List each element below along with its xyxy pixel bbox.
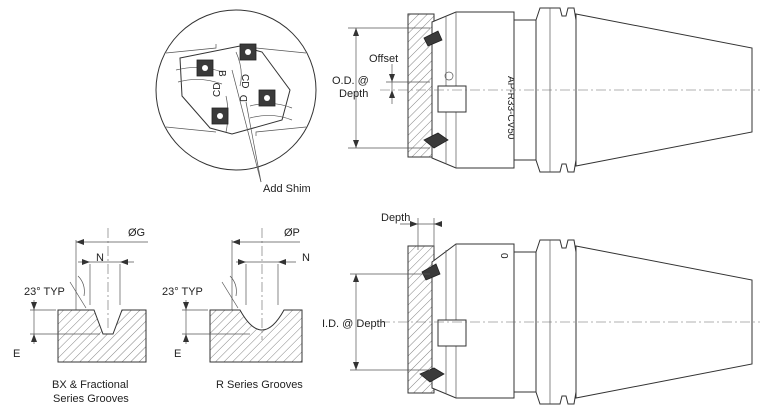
add-shim-label: Add Shim bbox=[263, 183, 311, 195]
od-depth-label-2: Depth bbox=[339, 88, 368, 100]
insert-right-screw bbox=[264, 95, 270, 101]
caption-r: R Series Grooves bbox=[216, 379, 303, 391]
e-arrow-top-r bbox=[183, 302, 189, 310]
side-view-id: 0 Depth I.D. @ Depth bbox=[322, 212, 760, 405]
add-shim-leader bbox=[231, 69, 262, 183]
add-shim-leader-2 bbox=[245, 101, 262, 183]
e-arrow-bottom-r bbox=[183, 334, 189, 342]
n-arrow-left-bx bbox=[82, 259, 90, 265]
od-depth-label-1: O.D. @ bbox=[332, 75, 369, 87]
front-view-slot-bottom-left bbox=[165, 126, 217, 133]
workpiece-od bbox=[407, 13, 435, 158]
insert-left-screw bbox=[202, 65, 208, 71]
n-arrow-right-bx bbox=[120, 259, 128, 265]
n-arrow-left-r bbox=[238, 259, 246, 265]
insert-top-screw bbox=[245, 49, 251, 55]
insert-bottom-screw bbox=[217, 113, 223, 119]
depth-arrow-left bbox=[410, 221, 418, 227]
front-view-slot-top-right bbox=[255, 47, 307, 54]
insert-top-id bbox=[421, 263, 441, 281]
set-screw-od bbox=[444, 71, 454, 81]
od-arrow-top bbox=[353, 28, 359, 36]
cartridge-id bbox=[437, 319, 467, 347]
og-arrow bbox=[76, 239, 84, 245]
caption-bx-line-2: Series Grooves bbox=[53, 393, 129, 405]
id-depth-label: I.D. @ Depth bbox=[322, 318, 386, 330]
typ-leader-r bbox=[221, 281, 239, 309]
offset-label: Offset bbox=[369, 53, 398, 65]
typ-leader-bx bbox=[69, 281, 87, 309]
id-arrow-top bbox=[353, 274, 359, 282]
side-view-od: AP-R33-CV50 O.D. @ Depth Offset bbox=[332, 7, 760, 173]
typ-label-r: 23° TYP bbox=[162, 286, 203, 298]
depth-label: Depth bbox=[381, 212, 410, 224]
position-mark-2: CD bbox=[239, 74, 250, 88]
front-view-slot-bottom-right bbox=[255, 126, 307, 136]
position-mark-1: B bbox=[216, 70, 227, 77]
e-arrow-bottom-bx bbox=[31, 334, 37, 342]
n-label-r: N bbox=[302, 252, 310, 264]
depth-arrow-right bbox=[434, 221, 442, 227]
og-label: ØG bbox=[128, 227, 145, 239]
front-view-slot-top-left bbox=[165, 44, 217, 54]
position-mark-3: CD bbox=[212, 83, 223, 97]
typ-arc-bx bbox=[77, 275, 85, 297]
op-arrow bbox=[232, 239, 240, 245]
tool-marking-od: AP-R33-CV50 bbox=[505, 76, 516, 140]
groove-detail-bx: ØG N 23° TYP E BX & Fractional Series Gr… bbox=[13, 227, 148, 405]
id-arrow-bottom bbox=[353, 362, 359, 370]
op-label: ØP bbox=[284, 227, 300, 239]
n-arrow-right-r bbox=[278, 259, 286, 265]
caption-bx-line-1: BX & Fractional bbox=[52, 379, 128, 391]
groove-section-r bbox=[209, 309, 303, 363]
n-label-bx: N bbox=[96, 252, 104, 264]
e-label-r: E bbox=[174, 348, 181, 360]
typ-label-bx: 23° TYP bbox=[24, 286, 65, 298]
od-arrow-bottom bbox=[353, 140, 359, 148]
offset-arrow-bottom bbox=[389, 90, 395, 98]
offset-arrow-top bbox=[389, 74, 395, 82]
typ-arc-r bbox=[229, 275, 237, 297]
front-view: B CD CD D Add Shim bbox=[155, 9, 317, 195]
insert-bottom-od bbox=[423, 132, 449, 149]
groove-detail-r: ØP N 23° TYP E R Series Grooves bbox=[162, 227, 310, 391]
tool-marking-id: 0 bbox=[498, 253, 509, 259]
position-mark-4: D bbox=[239, 95, 250, 102]
cartridge-od bbox=[437, 85, 467, 113]
e-label-bx: E bbox=[13, 348, 20, 360]
e-arrow-top-bx bbox=[31, 302, 37, 310]
insert-top-od bbox=[423, 30, 443, 47]
front-view-outer-circle bbox=[155, 9, 317, 171]
groove-section-bx bbox=[57, 309, 147, 363]
